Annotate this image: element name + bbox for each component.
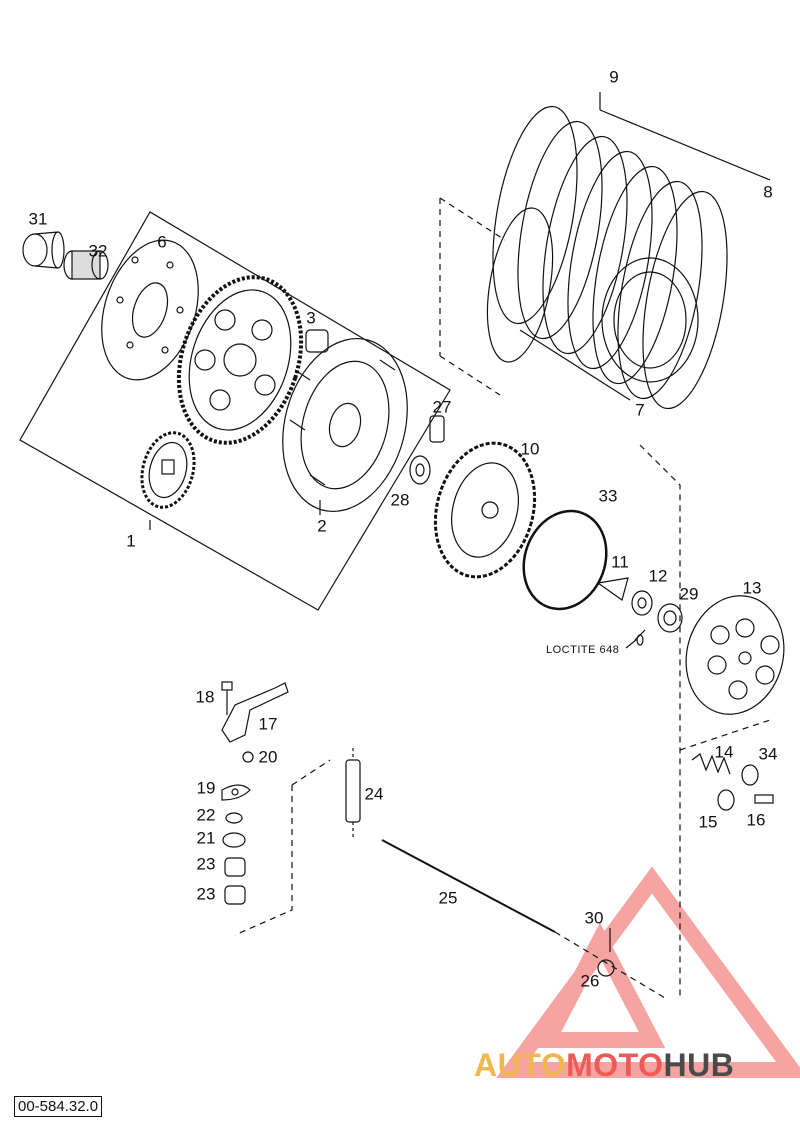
pin-icon	[429, 415, 445, 443]
cup-washer-icon	[717, 789, 735, 811]
spring-washer-icon	[741, 764, 759, 786]
callout-23b: 23	[196, 884, 216, 904]
callout-34: 34	[758, 744, 778, 764]
document-number: 00-584.32.0	[14, 1096, 103, 1117]
bushing-icon	[22, 231, 65, 269]
callout-10: 10	[520, 439, 540, 459]
watermark-text: AUTOMOTOHUB	[474, 1047, 734, 1084]
bush-icon	[305, 329, 329, 353]
screw-icon	[754, 794, 774, 804]
callout-13: 13	[742, 578, 762, 598]
callout-12: 12	[648, 566, 668, 586]
callout-19: 19	[196, 778, 216, 798]
inner-hub-icon	[433, 441, 537, 579]
callout-29: 29	[679, 584, 699, 604]
clutch-plates-icon	[486, 105, 728, 410]
release-lever-icon	[221, 682, 289, 743]
pressure-plate-icon	[685, 595, 785, 715]
callout-22: 22	[196, 805, 216, 825]
callout-16: 16	[746, 810, 766, 830]
callout-2: 2	[317, 516, 327, 536]
callout-21: 21	[196, 828, 216, 848]
plate-icon	[221, 784, 251, 801]
group-frame-1	[19, 211, 451, 611]
watermark-hub: HUB	[663, 1047, 735, 1083]
callout-9: 9	[609, 67, 619, 87]
callout-6: 6	[157, 232, 167, 252]
callout-27: 27	[432, 397, 452, 417]
callout-25: 25	[438, 888, 458, 908]
lock-washer-icon	[596, 577, 629, 601]
group-frame-7	[439, 197, 506, 241]
callout-28: 28	[390, 490, 410, 510]
watermark-auto: AUTO	[474, 1047, 567, 1083]
small-gear-icon	[140, 431, 196, 509]
callout-18: 18	[195, 687, 215, 707]
callout-24: 24	[364, 784, 384, 804]
small-bolt-icon	[242, 751, 254, 763]
bearing-icon	[657, 603, 683, 633]
callout-33: 33	[598, 486, 618, 506]
watermark-logo-icon	[496, 866, 800, 1078]
callout-32: 32	[88, 241, 108, 261]
callout-31: 31	[28, 209, 48, 229]
primary-gear-icon	[176, 275, 304, 445]
callout-17: 17	[258, 714, 278, 734]
seal-icon	[222, 832, 246, 848]
clutch-basket-icon	[282, 337, 408, 513]
callout-26: 26	[580, 971, 600, 991]
needle-bearing-icon	[63, 250, 109, 280]
callout-15: 15	[698, 812, 718, 832]
callout-23a: 23	[196, 854, 216, 874]
washer-icon	[409, 455, 431, 485]
small-o-ring-icon	[225, 812, 243, 824]
watermark-moto: MOTO	[566, 1047, 664, 1083]
callout-8: 8	[763, 182, 773, 202]
callout-14: 14	[714, 742, 734, 762]
ball-icon	[597, 959, 615, 977]
loctite-note: LOCTITE 648	[546, 644, 620, 656]
bolt-icon	[221, 681, 233, 715]
callout-3: 3	[306, 308, 316, 328]
bushing-23a-icon	[224, 857, 246, 877]
spring-icon	[691, 753, 731, 775]
release-shaft-icon	[345, 759, 361, 823]
callout-7: 7	[635, 400, 645, 420]
nut-icon	[631, 590, 653, 616]
bushing-23b-icon	[224, 885, 246, 905]
callout-11: 11	[611, 552, 629, 572]
o-ring-icon	[522, 509, 608, 611]
callout-30: 30	[584, 908, 604, 928]
callout-20: 20	[258, 747, 278, 767]
callout-1: 1	[126, 531, 136, 551]
